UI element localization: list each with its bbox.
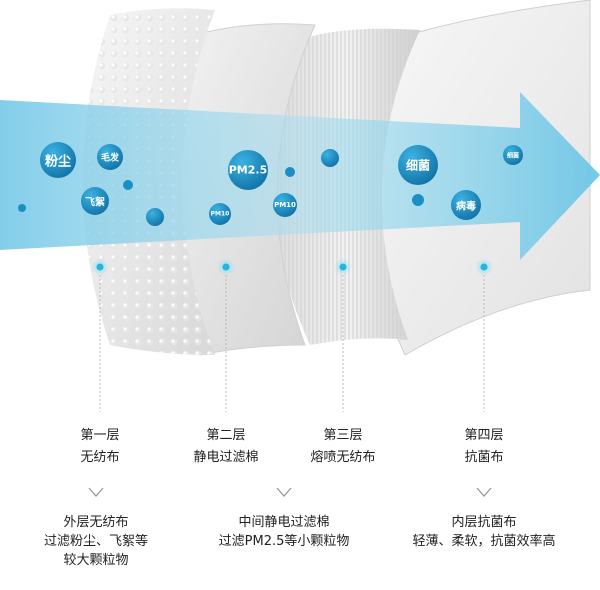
bubble-label-bingdu: 病毒 xyxy=(456,201,476,213)
chevron-down-icon xyxy=(88,486,104,502)
layer-1-title: 第一层 xyxy=(80,428,120,443)
layer-2-name: 静电过滤棉 xyxy=(193,450,259,465)
layer-1-caption: 第一层 无纺布 xyxy=(80,425,119,469)
layer-1-desc-line: 外层无纺布 xyxy=(63,515,129,530)
layer-4-desc-line: 轻薄、柔软，抗菌效率高 xyxy=(412,534,556,549)
particle-dot xyxy=(123,180,133,190)
chevron-down-icon xyxy=(276,486,292,502)
particle-dot xyxy=(412,194,424,206)
bubble-label-pm10-b: PM10 xyxy=(274,201,296,209)
layer-2-desc-line: 中间静电过滤棉 xyxy=(238,515,330,530)
layer-2-title: 第二层 xyxy=(206,428,246,443)
bubble-label-pm25: PM2.5 xyxy=(228,163,268,177)
layer-indicators xyxy=(91,258,493,412)
layer-1-name: 无纺布 xyxy=(80,450,120,465)
particle-dot xyxy=(18,204,26,212)
particle-dot xyxy=(285,167,295,177)
layer-4-caption: 第四层 抗菌布 xyxy=(464,425,503,469)
bubble-pm25 xyxy=(228,150,268,190)
layer-3-caption: 第三层 熔喷无纺布 xyxy=(310,425,375,469)
bubble-xijun xyxy=(398,145,438,185)
bubble-label-fenchen: 粉尘 xyxy=(44,154,72,170)
layer-3-name: 熔喷无纺布 xyxy=(310,450,376,465)
bubble-bingdu xyxy=(451,190,481,220)
bubble-xijun-small xyxy=(503,145,523,165)
layer-2-description: 中间静电过滤棉 过滤PM2.5等小颗粒物 xyxy=(219,513,350,551)
particle-dot xyxy=(146,208,164,226)
bubble-label-pm10-a: PM10 xyxy=(210,210,230,218)
layer-1-description: 外层无纺布 过滤粉尘、飞絮等 较大颗粒物 xyxy=(44,513,148,570)
layer-2-desc-line: 过滤PM2.5等小颗粒物 xyxy=(218,534,350,549)
bubble-pm10-b xyxy=(273,193,297,217)
layer-4-desc-line: 内层抗菌布 xyxy=(451,515,517,530)
bubble-label-xijun: 细菌 xyxy=(405,158,431,173)
layer-4-description: 内层抗菌布 轻薄、柔软，抗菌效率高 xyxy=(412,513,555,551)
bubble-fenchen xyxy=(40,142,76,178)
bubble-label-xijun-small: 细菌 xyxy=(506,152,520,160)
layer-1-desc-line: 过滤粉尘、飞絮等 xyxy=(43,534,149,549)
bubble-feixu xyxy=(81,187,109,215)
bubble-pm10-a xyxy=(209,203,231,225)
layer-4-title: 第四层 xyxy=(464,428,504,443)
layer-3-title: 第三层 xyxy=(323,428,363,443)
bubble-label-maofa: 毛发 xyxy=(100,153,120,164)
particle-dot xyxy=(321,149,339,167)
bubble-label-feixu: 飞絮 xyxy=(85,197,105,209)
bubble-maofa xyxy=(97,144,123,170)
chevron-down-icon xyxy=(476,486,492,502)
layer-2-caption: 第二层 静电过滤棉 xyxy=(193,425,258,469)
layer-4-name: 抗菌布 xyxy=(464,450,504,465)
layer-1-desc-line: 较大颗粒物 xyxy=(63,553,129,568)
